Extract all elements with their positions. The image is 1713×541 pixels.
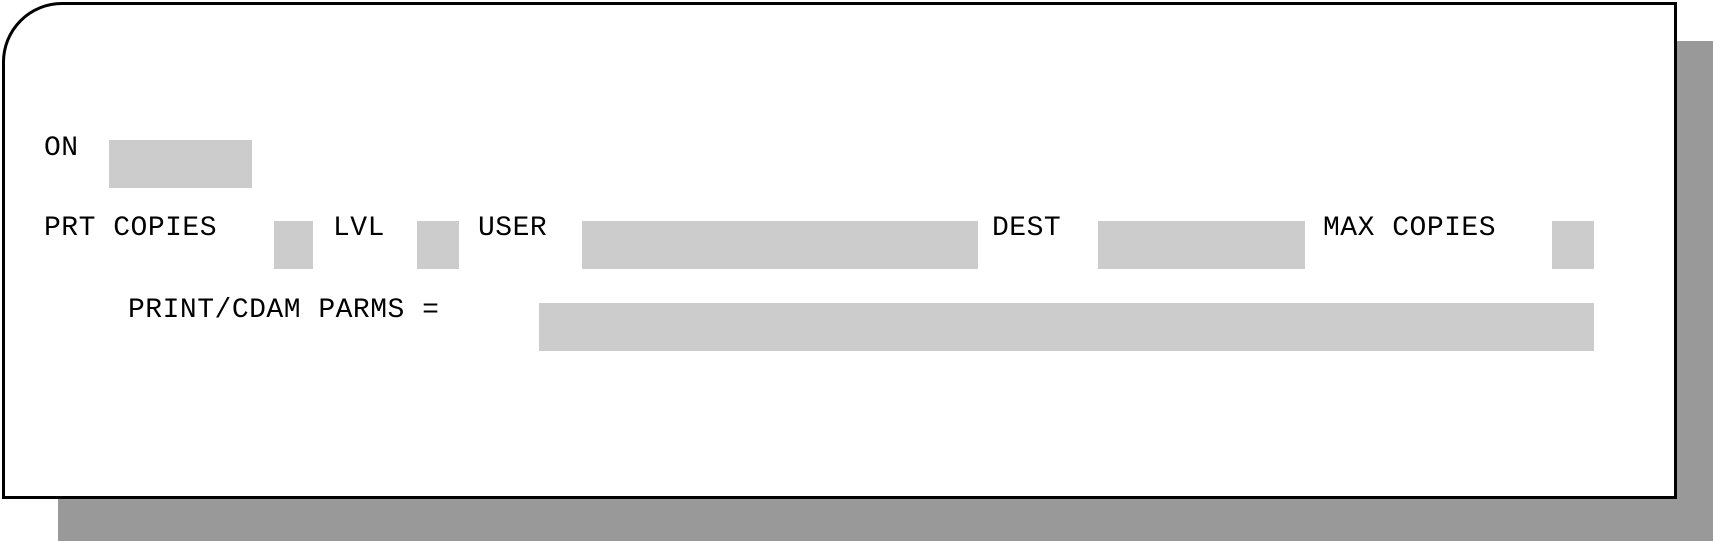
dest-label: DEST xyxy=(992,213,1062,244)
dest-field[interactable] xyxy=(1098,221,1305,269)
on-label: ON xyxy=(44,133,79,164)
prt-copies-label: PRT COPIES xyxy=(44,213,218,244)
print-parameters-panel: ON PRT COPIES LVL USER DEST MAX COPIES P… xyxy=(2,2,1677,499)
lvl-field[interactable] xyxy=(417,221,459,269)
prt-copies-field[interactable] xyxy=(274,221,313,269)
user-label: USER xyxy=(478,213,548,244)
lvl-label: LVL xyxy=(333,213,385,244)
on-field[interactable] xyxy=(109,140,252,188)
max-copies-label: MAX COPIES xyxy=(1323,213,1497,244)
user-field[interactable] xyxy=(582,221,978,269)
print-cdam-parms-label: PRINT/CDAM PARMS = xyxy=(128,295,440,326)
max-copies-field[interactable] xyxy=(1552,221,1594,269)
print-cdam-parms-field[interactable] xyxy=(539,303,1594,351)
